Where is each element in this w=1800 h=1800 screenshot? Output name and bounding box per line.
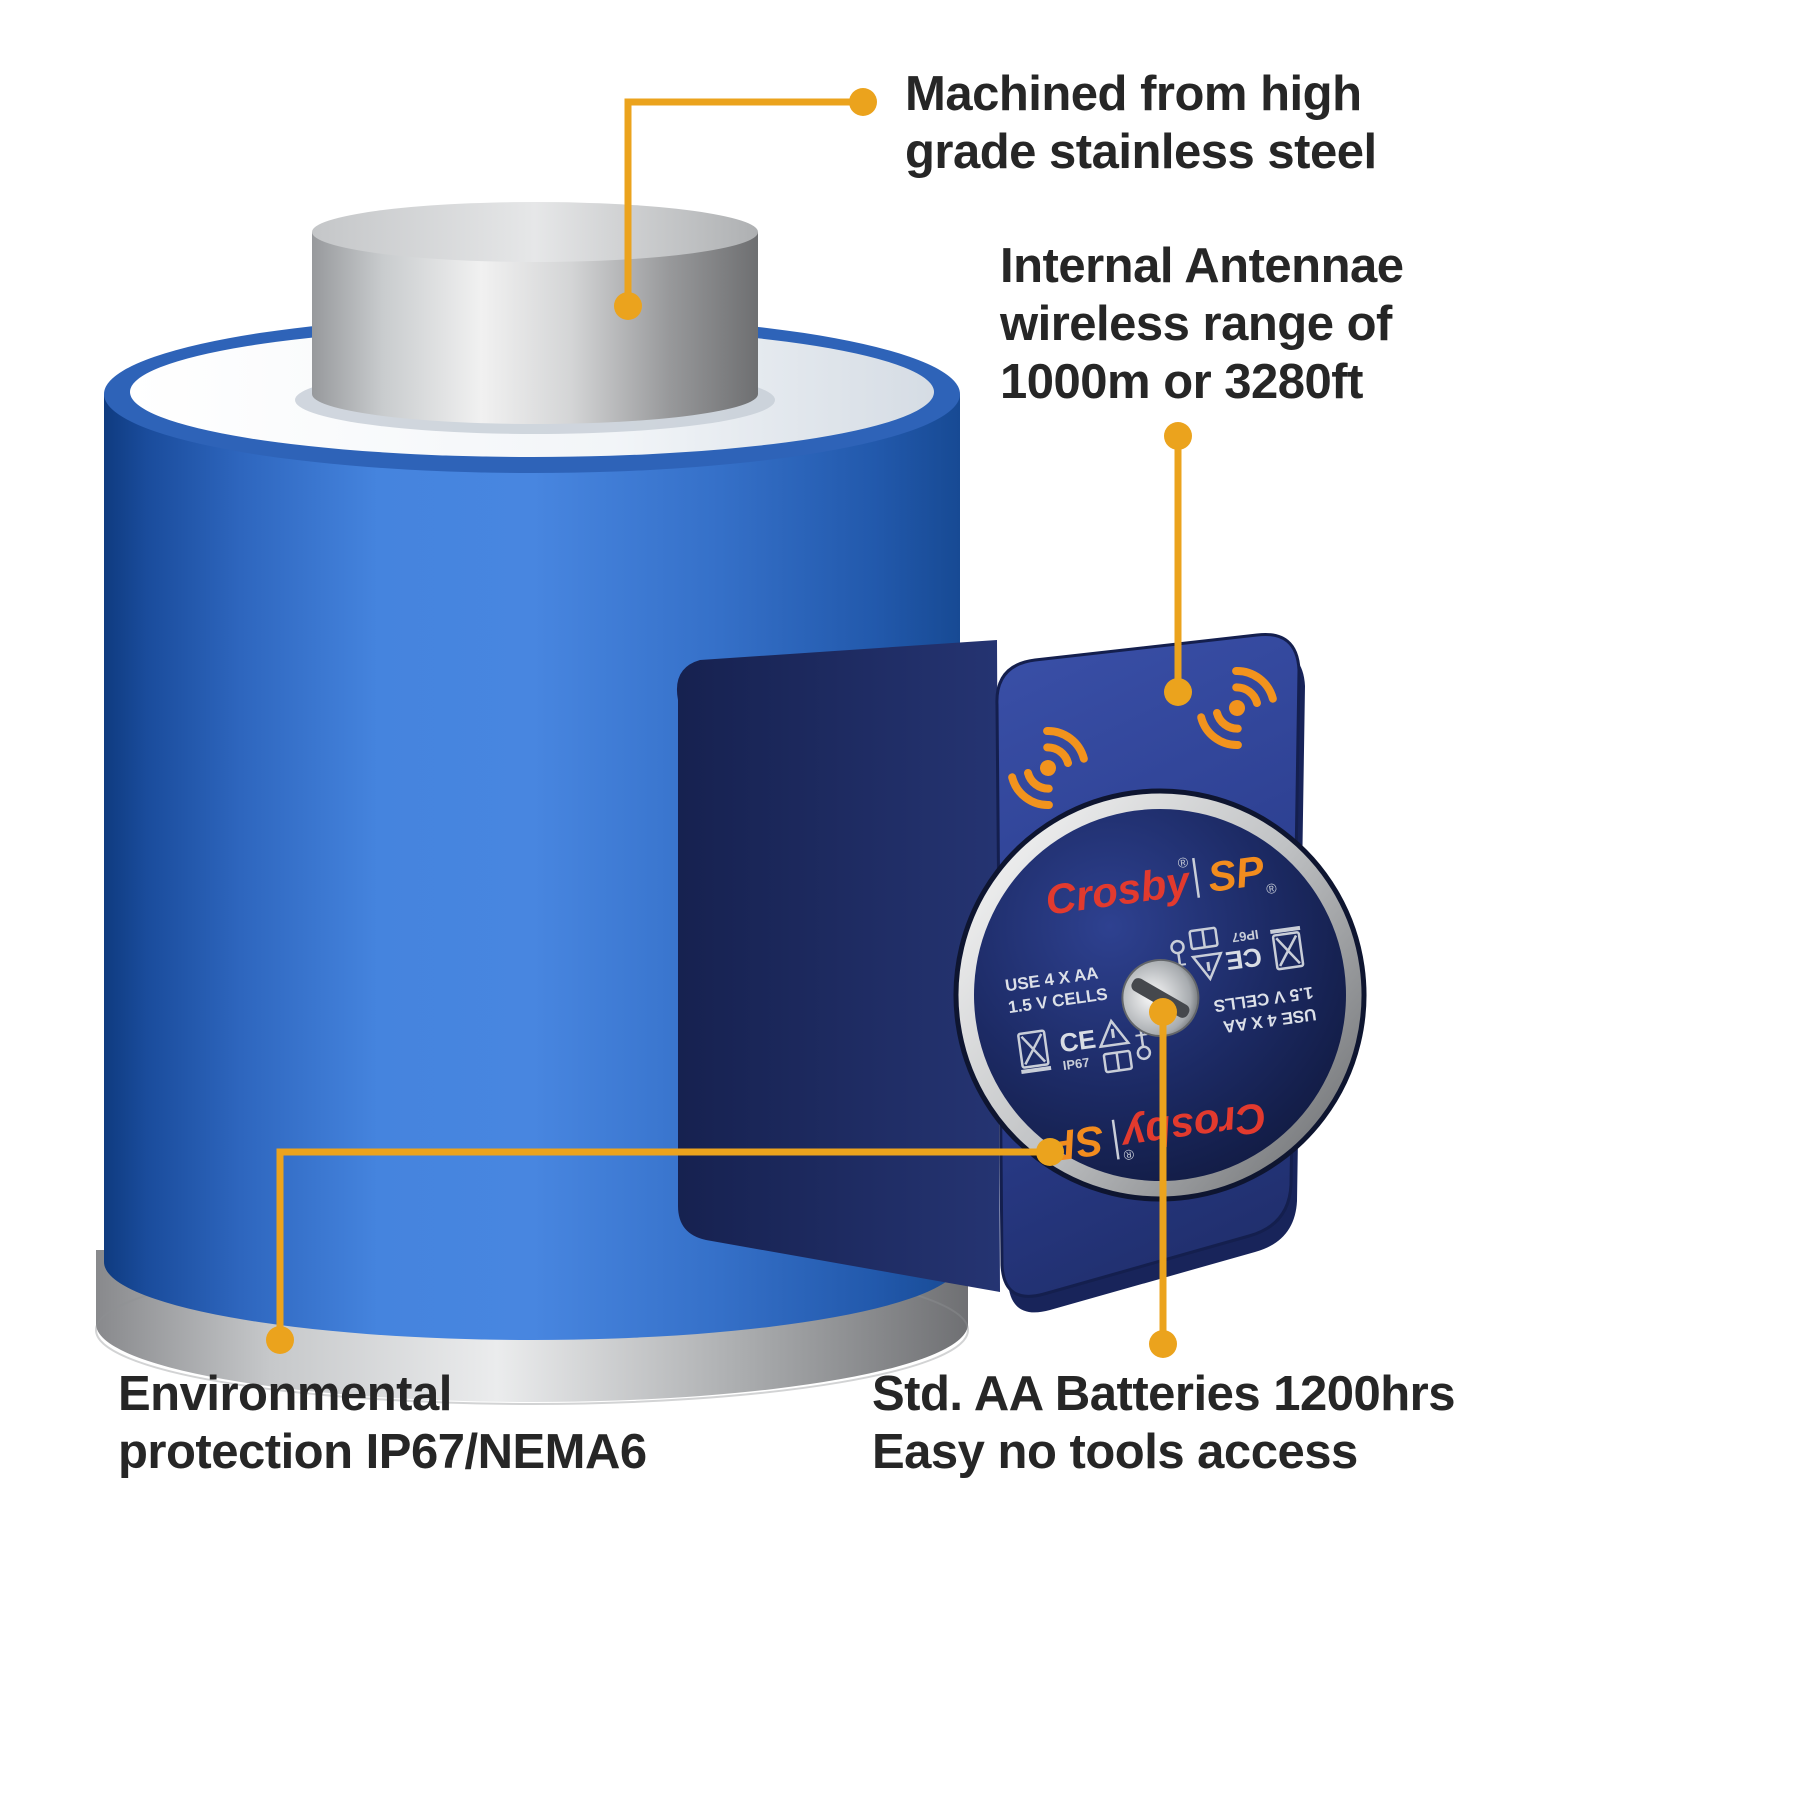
callout-stainless-label: Machined from high grade stainless steel — [905, 67, 1377, 179]
dot-battery-label — [1149, 1330, 1177, 1358]
dot-stainless-label — [849, 88, 877, 116]
dot-battery-target — [1149, 998, 1177, 1026]
brand-crosby-reg: ® — [1177, 854, 1190, 871]
dot-antenna-target — [1164, 678, 1192, 706]
dot-environment-label — [266, 1326, 294, 1354]
brand-sp: SP — [1205, 846, 1268, 900]
electronics-housing: Crosby ® SP ® Crosby ® SP — [676, 632, 1367, 1313]
callout-battery-label: Std. AA Batteries 1200hrs Easy no tools … — [872, 1367, 1456, 1479]
brand-crosby-reg: ® — [1122, 1146, 1135, 1163]
brand-sp-reg: ® — [1265, 880, 1278, 897]
callout-environment-label: Environmental protection IP67/NEMA6 — [118, 1367, 647, 1479]
steel-top-face — [312, 202, 758, 262]
leader-environment — [276, 1148, 1050, 1340]
housing-side-panel — [676, 640, 1000, 1292]
battery-plate: Crosby ® SP ® Crosby ® SP — [953, 788, 1367, 1202]
stainless-steel-column — [295, 202, 775, 434]
dot-antenna-label — [1164, 422, 1192, 450]
callout-antenna-label: Internal Antennae wireless range of 1000… — [1000, 239, 1404, 409]
dot-environment-target — [1036, 1138, 1064, 1166]
load-cell-illustration: Crosby ® SP ® Crosby ® SP — [95, 202, 1367, 1405]
leader-stainless — [624, 98, 863, 306]
dot-stainless-target — [614, 292, 642, 320]
callout-dots — [266, 88, 1192, 1358]
callout-lines — [276, 98, 1182, 1344]
